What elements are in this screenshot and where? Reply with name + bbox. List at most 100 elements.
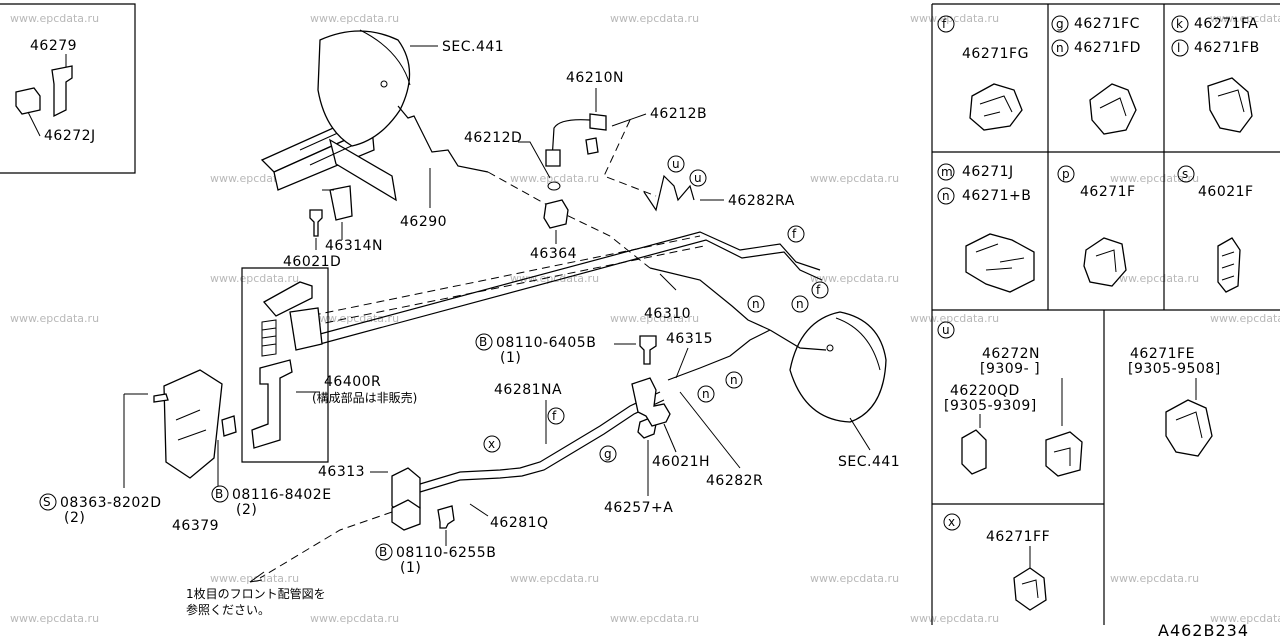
line-46281NA: 46281NA f x g (419, 382, 665, 493)
svg-text:46271FG: 46271FG (962, 46, 1029, 62)
svg-text:f: f (816, 283, 821, 297)
svg-text:www.epcdata.ru: www.epcdata.ru (610, 12, 699, 25)
svg-text:46271J: 46271J (962, 164, 1014, 180)
svg-text:46021F: 46021F (1198, 184, 1254, 200)
brake-drum-bottom: SEC.441 (769, 311, 900, 470)
svg-text:f: f (552, 409, 557, 423)
callout-n4 (697, 385, 715, 403)
svg-text:www.epcdata.ru: www.epcdata.ru (910, 12, 999, 25)
callout-n3 (725, 371, 743, 389)
label-46282RA: 46282RA (728, 193, 795, 209)
svg-text:s: s (1182, 167, 1188, 181)
svg-text:46271FC: 46271FC (1074, 16, 1140, 32)
label-sec441-bottom: SEC.441 (838, 454, 900, 470)
svg-text:46271FB: 46271FB (1194, 40, 1260, 56)
svg-text:www.epcdata.ru: www.epcdata.ru (210, 272, 299, 285)
legend-cell-fe: 46271FE [9305-9508] (1128, 346, 1221, 457)
svg-text:www.epcdata.ru: www.epcdata.ru (1110, 172, 1199, 185)
svg-text:www.epcdata.ru: www.epcdata.ru (10, 12, 99, 25)
callout-g1 (599, 445, 617, 463)
svg-text:www.epcdata.ru: www.epcdata.ru (310, 612, 399, 625)
svg-text:46220QD: 46220QD (950, 383, 1020, 399)
svg-text:www.epcdata.ru: www.epcdata.ru (1210, 312, 1280, 325)
label-08110-6405B: 08110-6405B (496, 335, 596, 351)
svg-text:n: n (796, 297, 804, 311)
label-46281NA: 46281NA (494, 382, 562, 398)
legend-cell-g: g 46271FC n 46271FD (1051, 15, 1140, 135)
legend-cell-m: m 46271J n 46271+B (937, 163, 1035, 293)
callout-S1 (39, 493, 57, 511)
clip-46272J (15, 87, 41, 115)
valve-46400R: 46400R (構成部品は非販売) (241, 267, 417, 463)
svg-text:k: k (1176, 17, 1183, 31)
label-46379: 46379 (172, 518, 219, 534)
svg-text:www.epcdata.ru: www.epcdata.ru (910, 612, 999, 625)
label-46021D: 46021D (283, 254, 341, 270)
bolt-46021D (309, 209, 323, 237)
label-46364: 46364 (530, 246, 577, 262)
main-brake-pipes: 46310 f f n n (299, 225, 829, 345)
svg-text:(2): (2) (64, 510, 85, 526)
svg-text:m: m (941, 165, 953, 179)
bracket-46314N: 46314N 46021D (283, 185, 383, 270)
label-46210N: 46210N (566, 70, 624, 86)
svg-text:www.epcdata.ru: www.epcdata.ru (1110, 572, 1199, 585)
svg-text:1枚目のフロント配管図を: 1枚目のフロント配管図を (186, 586, 326, 601)
legend-cell-x: x 46271FF (943, 513, 1050, 611)
svg-text:f: f (942, 17, 947, 31)
callout-f1 (787, 225, 805, 243)
inset-46279: 46279 46272J (0, 3, 136, 174)
diagram-code: A462B234 (1158, 621, 1249, 640)
clip-46212B (585, 137, 599, 155)
valve-frame (241, 267, 329, 463)
svg-text:n: n (702, 387, 710, 401)
svg-text:g: g (604, 447, 612, 461)
svg-text:(1): (1) (400, 560, 421, 576)
callout-n2 (747, 295, 765, 313)
screw-08363 (153, 393, 169, 403)
svg-text:x: x (948, 515, 955, 529)
svg-text:www.epcdata.ru: www.epcdata.ru (910, 312, 999, 325)
label-46310: 46310 (644, 306, 691, 322)
label-46290: 46290 (400, 214, 447, 230)
svg-text:g: g (1056, 17, 1064, 31)
bolt-08116 (221, 415, 237, 437)
callout-x1 (483, 435, 501, 453)
svg-text:n: n (752, 297, 760, 311)
legend-cell-p: p 46271F (1057, 165, 1135, 287)
svg-text:(1): (1) (500, 350, 521, 366)
callout-u1 (667, 155, 685, 173)
bolt-08110-6255B (437, 505, 455, 529)
callout-B1 (475, 333, 493, 351)
svg-text:[9305-9508]: [9305-9508] (1128, 361, 1221, 377)
label-46021H: 46021H (652, 454, 710, 470)
svg-text:46271FF: 46271FF (986, 529, 1050, 545)
svg-text:www.epcdata.ru: www.epcdata.ru (1210, 12, 1280, 25)
washer-46212D (547, 181, 561, 191)
callout-f3 (547, 407, 565, 425)
callout-n1 (791, 295, 809, 313)
joint-46315: 46315 n n (666, 329, 771, 403)
svg-text:l: l (1177, 41, 1180, 55)
label-46281Q: 46281Q (490, 515, 549, 531)
callout-f2 (811, 281, 829, 299)
label-46313: 46313 (318, 464, 365, 480)
label-46315: 46315 (666, 331, 713, 347)
svg-text:www.epcdata.ru: www.epcdata.ru (610, 612, 699, 625)
label-46279: 46279 (30, 38, 77, 54)
brake-drum-top: SEC.441 (317, 29, 504, 147)
svg-text:www.epcdata.ru: www.epcdata.ru (310, 12, 399, 25)
svg-text:www.epcdata.ru: www.epcdata.ru (510, 572, 599, 585)
svg-text:n: n (1056, 41, 1064, 55)
svg-text:www.epcdata.ru: www.epcdata.ru (310, 312, 399, 325)
svg-text:www.epcdata.ru: www.epcdata.ru (1210, 612, 1280, 625)
fittings-lower: 46257+A 46021H 46282R (604, 377, 763, 516)
block-46313: 46313 B 08110-6255B (1) 46281Q (249, 464, 549, 583)
callout-u2 (689, 169, 707, 187)
label-08116-8402E: 08116-8402E (232, 487, 332, 503)
svg-text:www.epcdata.ru: www.epcdata.ru (1110, 272, 1199, 285)
svg-text:46272N: 46272N (982, 346, 1040, 362)
reference-note: 1枚目のフロント配管図を 参照ください。 (186, 586, 326, 617)
hose-assembly: 46210N 46212B 46212D 46364 (464, 70, 707, 262)
